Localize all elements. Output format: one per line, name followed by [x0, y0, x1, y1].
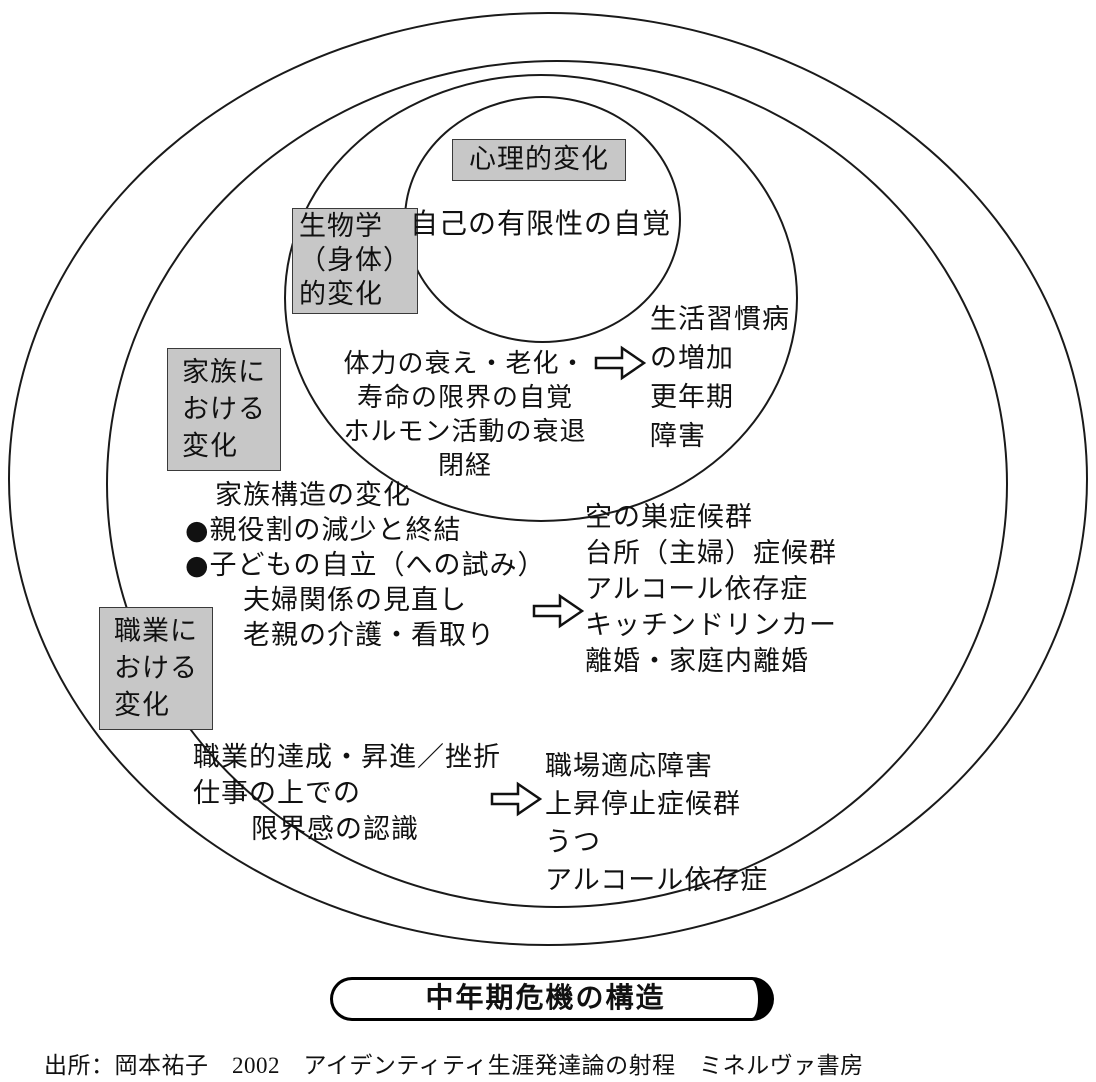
text-line: ●子どもの自立（への試み） — [185, 550, 546, 581]
text-line: 職業的達成・昇進／挫折 — [193, 742, 501, 773]
family-ring-ellipse — [106, 60, 1008, 908]
text-line: 離婚・家庭内離婚 — [585, 646, 809, 677]
occupation-arrow-icon — [490, 780, 543, 822]
label-line: 生物学 — [299, 211, 383, 242]
text-line: 上昇停止症候群 — [545, 789, 741, 820]
text-line: の増加 — [650, 343, 734, 374]
text-line: 限界感の認識 — [251, 814, 419, 845]
text-line: 夫婦関係の見直し — [243, 585, 467, 616]
text-line: 台所（主婦）症候群 — [585, 538, 837, 569]
text-line: 寿命の限界の自覚 — [356, 383, 573, 413]
biological-arrow-icon — [594, 344, 647, 386]
source-caption: 出所：岡本祐子 2002 アイデンティティ生涯発達論の射程 ミネルヴァ書房 — [44, 1053, 864, 1078]
label-line: 的変化 — [299, 279, 383, 310]
biological-ring-ellipse — [284, 74, 798, 522]
label-line: 職業に — [114, 616, 198, 647]
text-line: 老親の介護・看取り — [243, 620, 495, 651]
label-line: おける — [114, 653, 198, 684]
label-line: 家族に — [182, 357, 266, 388]
text-line: 家族構造の変化 — [215, 480, 411, 511]
self-finiteness-text: 自己の有限性の自覚 — [410, 207, 672, 240]
text-line: 体力の衰え・老化・ — [343, 349, 587, 379]
label-line: 変化 — [114, 690, 170, 721]
occupation-causes: 職業的達成・昇進／挫折 仕事の上での 限界感の認識 — [193, 740, 501, 848]
family-effects: 空の巣症候群 台所（主婦）症候群 アルコール依存症 キッチンドリンカー 離婚・家… — [585, 500, 837, 680]
text-line: キッチンドリンカー — [585, 610, 837, 641]
label-line: 変化 — [182, 431, 238, 462]
text-line: 生活習慣病 — [650, 304, 790, 335]
label-line: （身体） — [299, 245, 411, 276]
text-line: 閉経 — [437, 451, 492, 481]
text-line: 障害 — [650, 421, 706, 452]
occupation-change-label: 職業に おける 変化 — [99, 607, 213, 730]
text-line: ホルモン活動の衰退 — [343, 417, 587, 447]
label-line: おける — [182, 394, 266, 425]
biological-effects: 生活習慣病 の増加 更年期 障害 — [650, 300, 790, 456]
occupation-ring-ellipse — [8, 12, 1088, 946]
text-line: 職場適応障害 — [545, 751, 713, 782]
text-line: ●親役割の減少と終結 — [185, 515, 462, 546]
text-line: アルコール依存症 — [585, 574, 809, 605]
biological-causes: 体力の衰え・老化・ 寿命の限界の自覚 ホルモン活動の衰退 閉経 — [325, 347, 605, 483]
text-line: 仕事の上での — [193, 778, 361, 809]
psychological-change-label: 心理的変化 — [452, 139, 626, 181]
biological-change-label: 生物学 （身体） 的変化 — [292, 208, 418, 314]
family-change-label: 家族に おける 変化 — [167, 348, 281, 471]
text-line: 空の巣症候群 — [585, 502, 753, 533]
diagram-title: 中年期危機の構造 — [330, 977, 774, 1021]
text-line: うつ — [545, 827, 601, 858]
text-line: アルコール依存症 — [545, 865, 769, 896]
family-causes: 家族構造の変化 ●親役割の減少と終結 ●子どもの自立（への試み） 夫婦関係の見直… — [185, 478, 546, 653]
occupation-effects: 職場適応障害 上昇停止症候群 うつ アルコール依存症 — [545, 748, 768, 900]
text-line: 更年期 — [650, 382, 734, 413]
family-arrow-icon — [532, 592, 585, 634]
